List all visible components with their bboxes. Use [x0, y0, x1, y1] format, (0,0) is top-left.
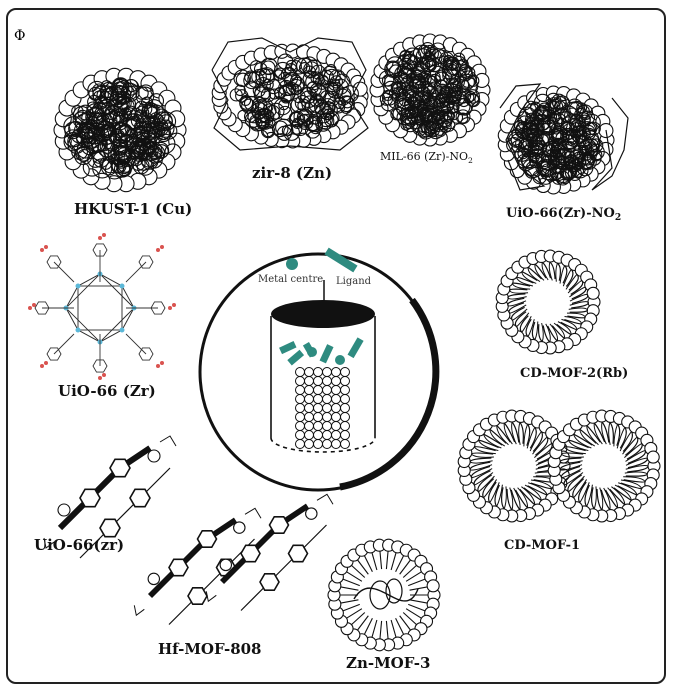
uio-66-molecular-structure: [28, 233, 176, 380]
uio-66-framework-structure: [43, 435, 177, 559]
zir-8-hex-outline: [211, 37, 369, 151]
figure-frame: [6, 8, 666, 684]
central-schematic: [198, 247, 440, 492]
ligand-label: Ligand: [336, 276, 372, 287]
zir-8-structure: [211, 43, 369, 149]
label-cd-mof-2: CD-MOF-2(Rb): [520, 366, 629, 381]
label-uio-66-lower: UiO-66(zr): [34, 536, 125, 554]
corner-mark: Φ: [14, 28, 26, 44]
hkust-1-structure: [53, 67, 187, 193]
zn-mof-3-structure: [327, 538, 441, 652]
label-uio-66-no2: UiO-66(Zr)-NO2: [506, 206, 622, 223]
ligand-marker: [324, 247, 358, 273]
label-mil-66: MIL-66 (Zr)-NO2: [380, 150, 473, 165]
cd-mof-2-structure: [495, 249, 601, 355]
cd-mof-1-structure: [457, 409, 661, 523]
uio-66-no2-hex-outline: [499, 83, 629, 191]
label-uio-66-zr: UiO-66 (Zr): [58, 382, 156, 400]
metal-centre-marker: [286, 258, 298, 270]
mil-66-structure: [369, 33, 491, 147]
hf-mof-808-structure: [133, 493, 334, 625]
label-cd-mof-1: CD-MOF-1: [504, 538, 581, 553]
label-hf-mof-808: Hf-MOF-808: [158, 640, 262, 658]
cylinder-stack: [295, 367, 350, 449]
label-hkust-1: HKUST-1 (Cu): [74, 200, 193, 218]
label-zir-8: zir-8 (Zn): [252, 164, 333, 182]
label-zn-mof-3: Zn-MOF-3: [346, 654, 431, 672]
metal-centre-label: Metal centre: [258, 274, 324, 285]
